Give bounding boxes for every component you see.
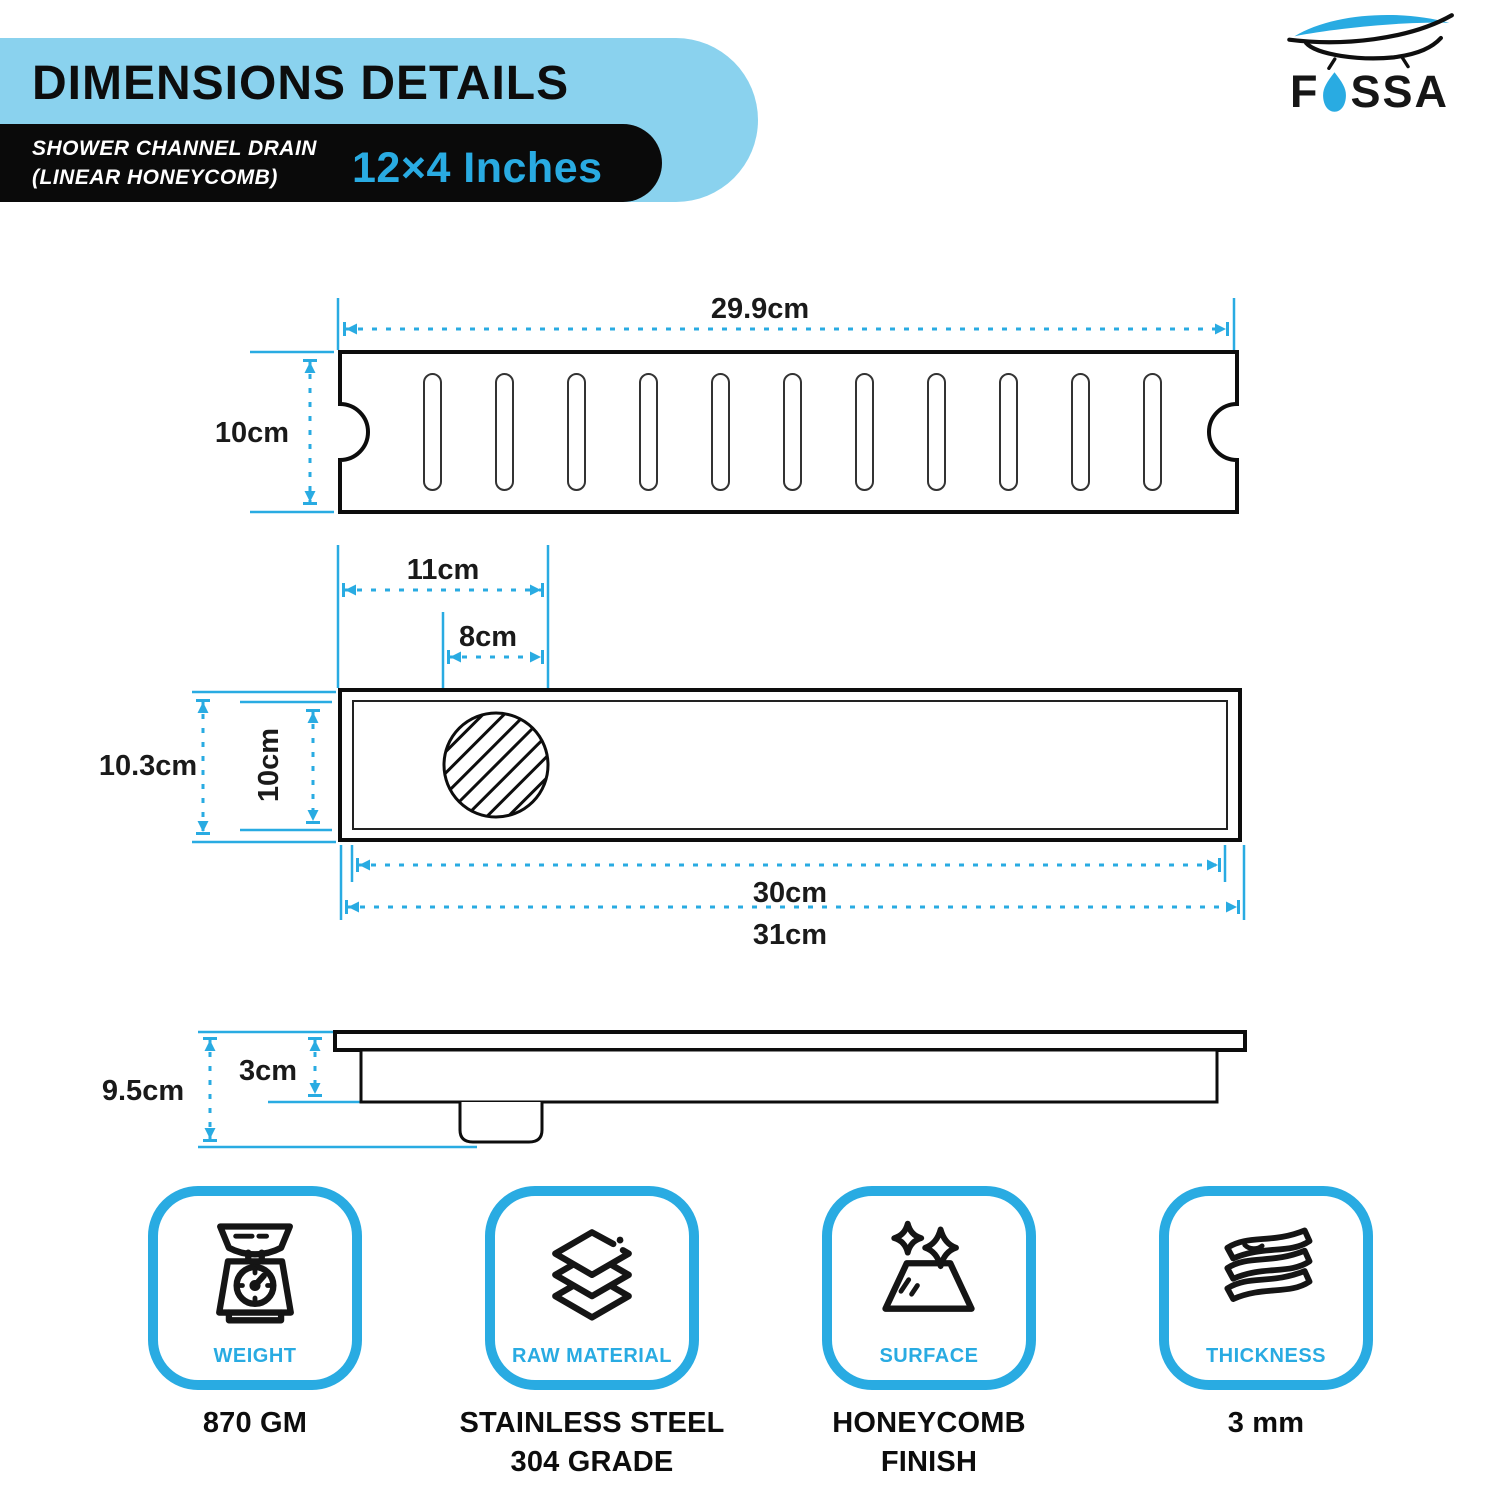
- feature-label: THICKNESS: [1205, 1345, 1327, 1367]
- page-title: DIMENSIONS DETAILS: [32, 57, 570, 110]
- brand-letter-f: F: [1289, 66, 1320, 117]
- plan-inner-height-dim: 10cm: [253, 728, 285, 802]
- product-size: 12×4 Inches: [352, 144, 603, 192]
- layered-sheets-icon: [534, 1196, 650, 1345]
- weighing-scale-icon: [197, 1196, 313, 1345]
- brand-letters-ssa: SSA: [1350, 66, 1450, 117]
- plan-outer-height-dim: 10.3cm: [99, 750, 197, 782]
- feature-surface: SURFACE HONEYCOMB FINISH: [762, 1186, 1096, 1482]
- grate-top-view: 29.9cm 10cm: [215, 293, 1239, 514]
- technical-drawing: 29.9cm 10cm 11cm 8cm 10.3cm 10cm: [99, 293, 1247, 1149]
- water-drop-icon: [1323, 72, 1347, 112]
- side-outlet-stub: [458, 1102, 544, 1144]
- feature-weight: WEIGHT 870 GM: [88, 1186, 422, 1443]
- feature-value: 870 GM: [202, 1407, 308, 1439]
- channel-plan-view: 11cm 8cm 10.3cm 10cm 30cm 31cm: [99, 545, 1246, 951]
- feature-card-weight: WEIGHT: [148, 1186, 362, 1390]
- plan-outer-width-dim: 31cm: [753, 919, 827, 951]
- product-name-line2: (LINEAR HONEYCOMB): [32, 166, 278, 190]
- bathtub-icon: [1287, 13, 1454, 70]
- feature-card-surface: SURFACE: [822, 1186, 1036, 1390]
- stacked-sheets-icon: [1208, 1196, 1324, 1345]
- drain-diameter-dim: 8cm: [459, 621, 517, 653]
- feature-card-thickness: THICKNESS: [1159, 1186, 1373, 1390]
- feature-label: RAW MATERIAL: [511, 1345, 673, 1367]
- side-flange: [333, 1030, 1247, 1052]
- product-name: SHOWER CHANNEL DRAIN (LINEAR HONEYCOMB): [32, 134, 317, 193]
- grate-width-dim: 29.9cm: [711, 293, 809, 325]
- feature-label: SURFACE: [879, 1345, 979, 1367]
- side-total-height-dim: 9.5cm: [102, 1075, 184, 1107]
- feature-value: STAINLESS STEEL 304 GRADE: [459, 1407, 725, 1479]
- feature-thickness: THICKNESS 3 mm: [1099, 1186, 1433, 1443]
- shiny-surface-icon: [871, 1196, 987, 1345]
- feature-value: 3 mm: [1227, 1407, 1305, 1439]
- feature-value: HONEYCOMB FINISH: [832, 1407, 1026, 1479]
- drain-offset-dim: 11cm: [407, 554, 480, 586]
- channel-side-view: 9.5cm 3cm: [102, 1030, 1247, 1149]
- brand-logo: F SSA: [1262, 6, 1477, 118]
- feature-label: WEIGHT: [213, 1345, 297, 1367]
- product-banner: [0, 124, 662, 202]
- side-body-height-dim: 3cm: [239, 1055, 297, 1087]
- grate-height-dim: 10cm: [215, 417, 289, 449]
- feature-raw-material: RAW MATERIAL STAINLESS STEEL 304 GRADE: [425, 1186, 759, 1482]
- product-name-line1: SHOWER CHANNEL DRAIN: [32, 137, 317, 160]
- plan-inner-width-dim: 30cm: [753, 877, 827, 909]
- channel-inner-rect: [352, 700, 1228, 830]
- side-body: [359, 1048, 1219, 1104]
- feature-card-raw-material: RAW MATERIAL: [485, 1186, 699, 1390]
- grate-slots: [423, 373, 1162, 491]
- brand-wordmark: F SSA: [1262, 66, 1477, 118]
